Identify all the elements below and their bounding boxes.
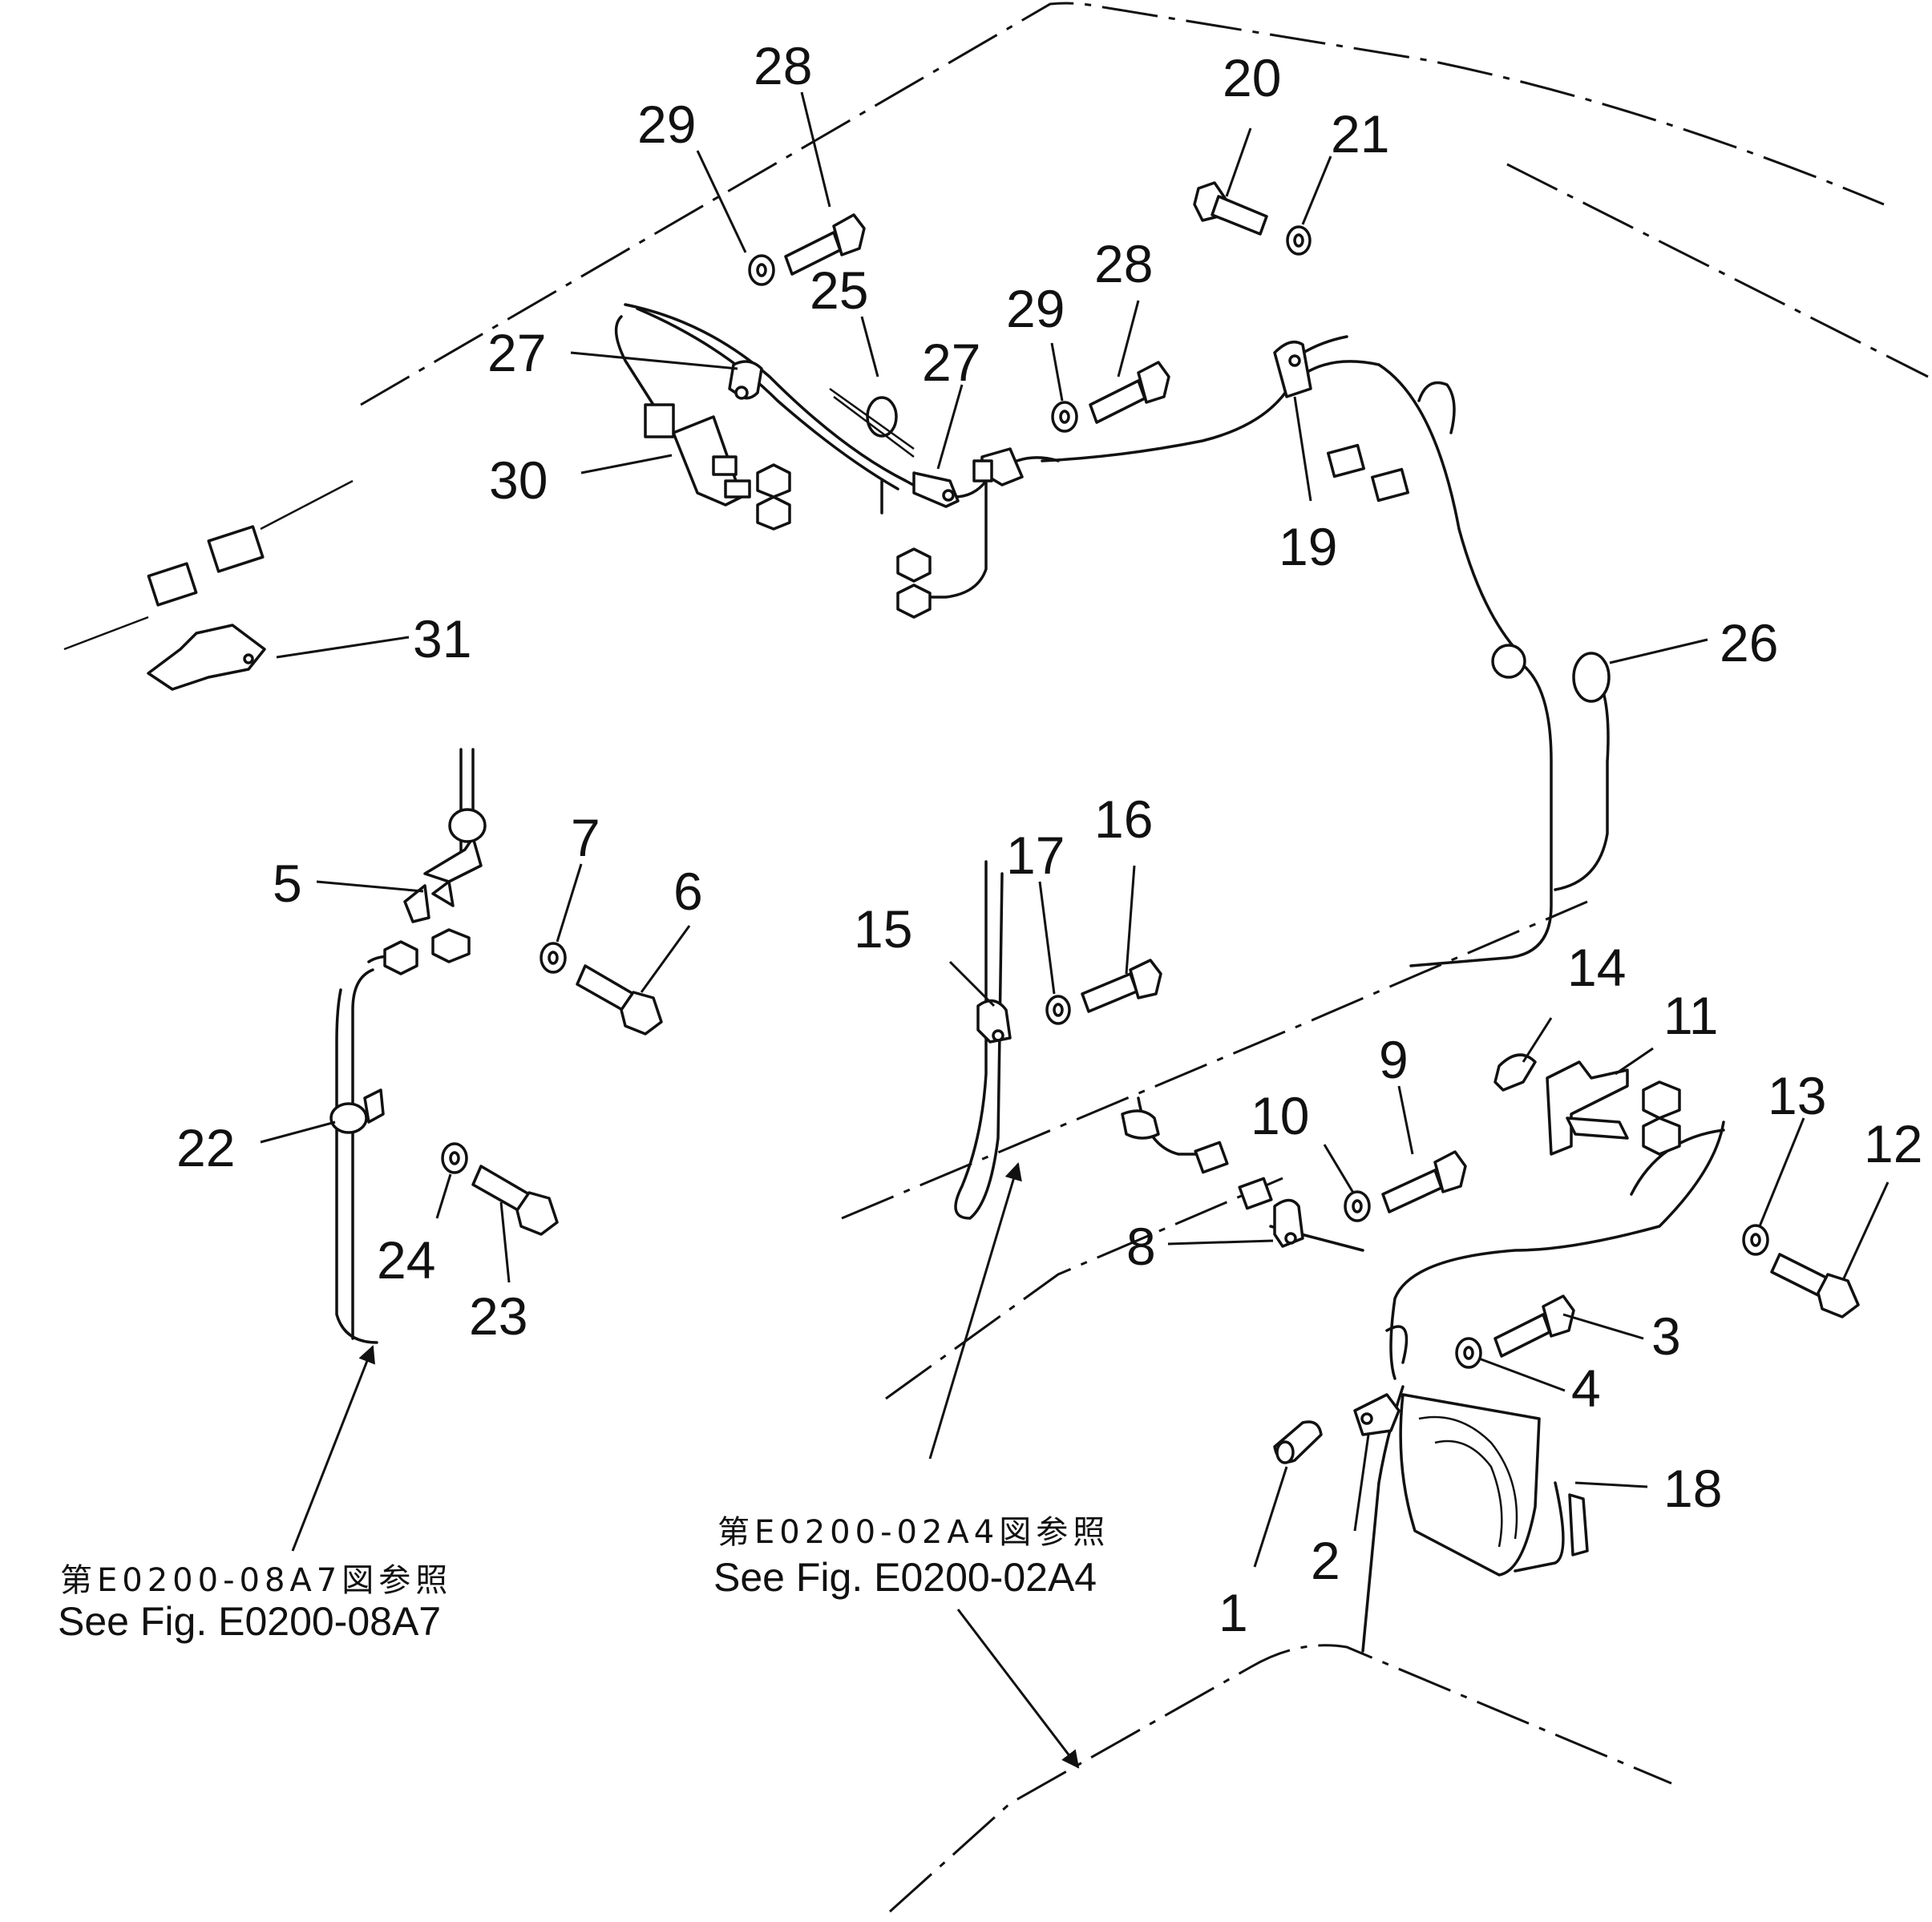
callout-7: 7 xyxy=(571,808,600,867)
washer-17 xyxy=(1045,995,1071,1025)
callout-31: 31 xyxy=(413,609,471,668)
callout-27a: 27 xyxy=(487,323,546,382)
clamp-15 xyxy=(976,999,1012,1044)
washer-24 xyxy=(441,1142,468,1174)
clip-25 xyxy=(829,387,915,458)
callout-22: 22 xyxy=(176,1118,235,1177)
callout-6: 6 xyxy=(673,862,703,921)
callout-23: 23 xyxy=(469,1286,527,1346)
callout-2: 2 xyxy=(1311,1531,1340,1590)
washer-13 xyxy=(1742,1224,1769,1256)
clamp-27a xyxy=(728,360,763,400)
clamp-27b xyxy=(912,471,960,508)
reference-captions: 第E0200-08A7図参照 See Fig. E0200-08A7 第E020… xyxy=(58,1514,1109,1644)
callout-24: 24 xyxy=(377,1230,435,1290)
connectors-11 xyxy=(1642,1080,1681,1156)
callout-30: 30 xyxy=(489,450,548,510)
callout-14: 14 xyxy=(1567,938,1626,997)
bolt-12 xyxy=(1770,1253,1860,1318)
leader-lines xyxy=(260,91,1890,1568)
washer-21 xyxy=(1286,225,1312,256)
bracket-5 xyxy=(383,808,487,975)
callout-13: 13 xyxy=(1768,1066,1826,1125)
bolt-3 xyxy=(1493,1294,1575,1358)
clamp-8 xyxy=(1273,1198,1304,1248)
callout-28b: 28 xyxy=(1094,234,1153,293)
callout-8: 8 xyxy=(1126,1217,1156,1276)
callout-29b: 29 xyxy=(1006,279,1065,338)
washer-10 xyxy=(1344,1190,1371,1222)
connectors-centre xyxy=(896,547,932,619)
callout-1: 1 xyxy=(1219,1583,1248,1642)
horn-18 xyxy=(1399,1393,1589,1577)
callout-15: 15 xyxy=(854,899,912,959)
bolt-16 xyxy=(1081,959,1162,1013)
bracket-30 xyxy=(644,403,791,531)
bolt-9 xyxy=(1381,1150,1467,1213)
callout-19: 19 xyxy=(1279,517,1337,576)
clamp-22 xyxy=(329,1088,385,1134)
washer-29-centre xyxy=(1051,401,1078,433)
callout-4: 4 xyxy=(1571,1359,1601,1418)
callout-9: 9 xyxy=(1379,1030,1409,1089)
bolt-23 xyxy=(471,1165,559,1236)
callout-21: 21 xyxy=(1331,104,1389,164)
washer-4 xyxy=(1455,1337,1482,1369)
bolt-6 xyxy=(576,964,663,1036)
callout-26: 26 xyxy=(1720,613,1778,672)
bolt-20 xyxy=(1193,181,1268,236)
callout-10: 10 xyxy=(1251,1086,1309,1145)
parts xyxy=(63,181,1860,1577)
callout-27b: 27 xyxy=(922,333,980,392)
callout-20: 20 xyxy=(1223,48,1281,107)
sleeve-1 xyxy=(1273,1420,1323,1464)
callout-28a: 28 xyxy=(754,36,812,95)
callout-labels: 1 2 3 4 5 6 7 8 9 10 11 12 13 14 15 16 1… xyxy=(176,36,1922,1642)
callout-3: 3 xyxy=(1651,1306,1681,1366)
clip-14 xyxy=(1493,1053,1537,1092)
reference-left-ja: 第E0200-08A7図参照 xyxy=(60,1562,452,1599)
reference-left-en: See Fig. E0200-08A7 xyxy=(58,1599,441,1644)
clamp-19 xyxy=(1273,340,1312,398)
connector-31 xyxy=(63,479,354,691)
clamp-2 xyxy=(1353,1393,1400,1436)
callout-18: 18 xyxy=(1663,1459,1722,1518)
reference-middle-ja: 第E0200-02A4図参照 xyxy=(717,1514,1109,1551)
connectors-19 xyxy=(1327,443,1409,503)
reference-arrows xyxy=(291,1162,1080,1769)
grommet-26 xyxy=(1491,644,1611,703)
machine-outline xyxy=(360,2,1929,1913)
reference-middle-en: See Fig. E0200-02A4 xyxy=(713,1555,1097,1600)
bolt-28-left xyxy=(784,213,866,276)
callout-5: 5 xyxy=(273,854,302,913)
callout-25: 25 xyxy=(810,260,868,320)
callout-29a: 29 xyxy=(637,95,696,154)
callout-12: 12 xyxy=(1864,1114,1922,1173)
callout-11: 11 xyxy=(1663,986,1719,1045)
callout-16: 16 xyxy=(1094,789,1153,849)
connectors-8 xyxy=(1121,1109,1273,1210)
bracket-11 xyxy=(1546,1060,1629,1156)
washer-7 xyxy=(540,942,567,974)
washer-29-left xyxy=(748,254,775,286)
bolt-28-centre xyxy=(1089,361,1170,424)
clamp-centre xyxy=(972,447,1024,487)
callout-17: 17 xyxy=(1006,826,1065,885)
